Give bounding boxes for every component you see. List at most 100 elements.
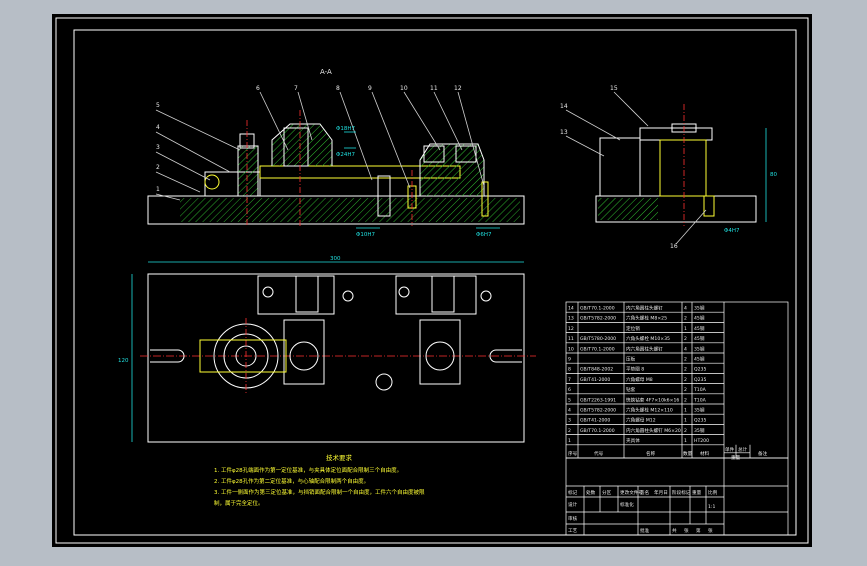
rev-col-3: 更改文件号 bbox=[620, 489, 643, 496]
balloons-front: 5 4 3 2 1 6 7 8 9 10 11 12 bbox=[156, 85, 462, 193]
notes-title: 技术要求 bbox=[326, 453, 353, 462]
balloon-9: 9 bbox=[368, 85, 372, 92]
outer-frame bbox=[55, 17, 809, 544]
dim-fit-top: Φ18H7 bbox=[336, 126, 355, 132]
dim-fit-right: Φ6H7 bbox=[476, 232, 492, 238]
balloon-10: 10 bbox=[400, 85, 408, 92]
bom-mat: Q235 bbox=[694, 418, 706, 424]
row-design: 设计 bbox=[568, 501, 578, 508]
bom-name: 六角螺母 M8 bbox=[626, 376, 653, 383]
title-block-text: 标记 处数 分区 更改文件号 签名 年月日 设计 审核 工艺 标准化 批准 阶段… bbox=[568, 489, 718, 534]
bom-name: 钻套 bbox=[626, 386, 636, 393]
bom-no: 6 bbox=[568, 387, 571, 393]
bom-std: GB/T70.1-2000 bbox=[580, 346, 615, 352]
bom-qty: 2 bbox=[684, 367, 687, 373]
bom-qty: 1 bbox=[684, 326, 687, 332]
rev-col-1: 处数 bbox=[586, 489, 596, 496]
bom-mat: HT200 bbox=[694, 438, 709, 444]
bom-name: 六角螺母 M12 bbox=[626, 417, 656, 424]
bill-of-materials bbox=[565, 301, 789, 459]
bom-std: GB/T41-2000 bbox=[580, 377, 610, 383]
balloon-13: 13 bbox=[560, 129, 568, 136]
bom-qty: 2 bbox=[684, 336, 687, 342]
bom-name: 六角头螺栓 M10×35 bbox=[626, 335, 670, 342]
bom-no: 2 bbox=[568, 428, 571, 434]
dim-side-fit: Φ4H7 bbox=[724, 228, 740, 234]
sheet-unit-1: 张 bbox=[684, 527, 689, 534]
bom-name: 定位销 bbox=[626, 325, 640, 332]
fit-dimensions-side: 80 Φ4H7 bbox=[724, 172, 777, 234]
sheet-total: 共 bbox=[672, 527, 677, 534]
bom-std: GB/T5780-2000 bbox=[580, 336, 616, 342]
bom-name: 内六角圆柱头螺钉 bbox=[626, 305, 663, 312]
bom-name: 压板 bbox=[626, 356, 636, 363]
bom-header-qty: 数量 bbox=[683, 450, 693, 457]
balloon-6: 6 bbox=[256, 85, 260, 92]
balloon-1: 1 bbox=[156, 186, 160, 193]
sheet-unit-2: 张 bbox=[708, 527, 713, 534]
balloon-7: 7 bbox=[294, 85, 298, 92]
balloon-3: 3 bbox=[156, 144, 160, 151]
balloon-2: 2 bbox=[156, 164, 160, 171]
bom-qty: 2 bbox=[684, 357, 687, 363]
bom-mat: 35钢 bbox=[694, 305, 705, 312]
bom-mat: T10A bbox=[693, 397, 707, 403]
plan-dimensions: 300 120 bbox=[118, 256, 341, 364]
bom-no: 3 bbox=[568, 418, 571, 424]
bom-no: 14 bbox=[568, 306, 574, 312]
bom-name: 快换钻套 4F7×10k6×16 bbox=[626, 396, 679, 403]
technical-notes: 技术要求 1. 工件φ28孔端面作为第一定位基准，与夹具体定位面配合限制三个自由… bbox=[214, 453, 425, 507]
stage-col-1: 重量 bbox=[692, 489, 702, 496]
title-block bbox=[565, 457, 789, 536]
bom-header-total-weight: 总计 bbox=[738, 446, 748, 453]
bom-name: 夹具体 bbox=[626, 437, 640, 444]
scale-value: 1:1 bbox=[708, 504, 715, 510]
bom-qty: 2 bbox=[684, 316, 687, 322]
bom-mat: Q235 bbox=[694, 377, 706, 383]
bom-mat: T10A bbox=[693, 387, 707, 393]
balloons-side: 14 15 13 16 bbox=[560, 85, 678, 250]
bom-std: GB/T848-2002 bbox=[580, 367, 613, 373]
bom-no: 1 bbox=[568, 438, 571, 444]
bom-mat: 35钢 bbox=[694, 427, 705, 434]
bom-header-weight: 重量 bbox=[731, 454, 741, 461]
bom-std: GB/T5782-2000 bbox=[580, 408, 616, 414]
std-label: 标准化 bbox=[620, 501, 634, 508]
bom-qty: 2 bbox=[684, 377, 687, 383]
section-label: A-A bbox=[320, 68, 332, 76]
balloon-5: 5 bbox=[156, 102, 160, 109]
bom-no: 5 bbox=[568, 397, 571, 403]
bom-no: 10 bbox=[568, 346, 574, 352]
balloon-16: 16 bbox=[670, 243, 678, 250]
stage-col-2: 比例 bbox=[708, 489, 718, 496]
notes-line-3: 3. 工件一侧面作为第三定位基准，与挡销面配合限制一个自由度，工件六个自由度被限 bbox=[214, 488, 425, 496]
balloon-11: 11 bbox=[430, 85, 438, 92]
rev-col-5: 年月日 bbox=[654, 489, 668, 496]
bom-qty: 2 bbox=[684, 387, 687, 393]
bom-header-remark: 备注 bbox=[758, 450, 768, 457]
plan-view bbox=[131, 261, 536, 443]
balloon-14: 14 bbox=[560, 103, 568, 110]
rev-col-0: 标记 bbox=[568, 489, 578, 496]
balloon-15: 15 bbox=[610, 85, 618, 92]
dim-plan-height: 120 bbox=[118, 358, 129, 364]
balloon-8: 8 bbox=[336, 85, 340, 92]
bom-header-name: 名称 bbox=[646, 450, 656, 457]
bom-qty: 2 bbox=[684, 428, 687, 434]
bom-name: 内六角圆柱头螺钉 M6×20 bbox=[626, 427, 681, 434]
bom-header-std: 代号 bbox=[594, 450, 604, 457]
side-view bbox=[565, 91, 767, 245]
bom-no: 13 bbox=[568, 316, 574, 322]
notes-line-4: 制，属于完全定位。 bbox=[214, 499, 264, 507]
bom-name: 平垫圈 8 bbox=[626, 366, 644, 373]
bom-qty: 4 bbox=[684, 346, 687, 352]
bom-mat: Q235 bbox=[694, 367, 706, 373]
approve-label: 批准 bbox=[640, 527, 650, 534]
bom-name: 六角头螺栓 M12×110 bbox=[626, 407, 673, 414]
bom-header-unit-weight: 单件 bbox=[725, 446, 735, 453]
bom-name: 内六角圆柱头螺钉 bbox=[626, 345, 663, 352]
bom-mat: 35钢 bbox=[694, 345, 705, 352]
